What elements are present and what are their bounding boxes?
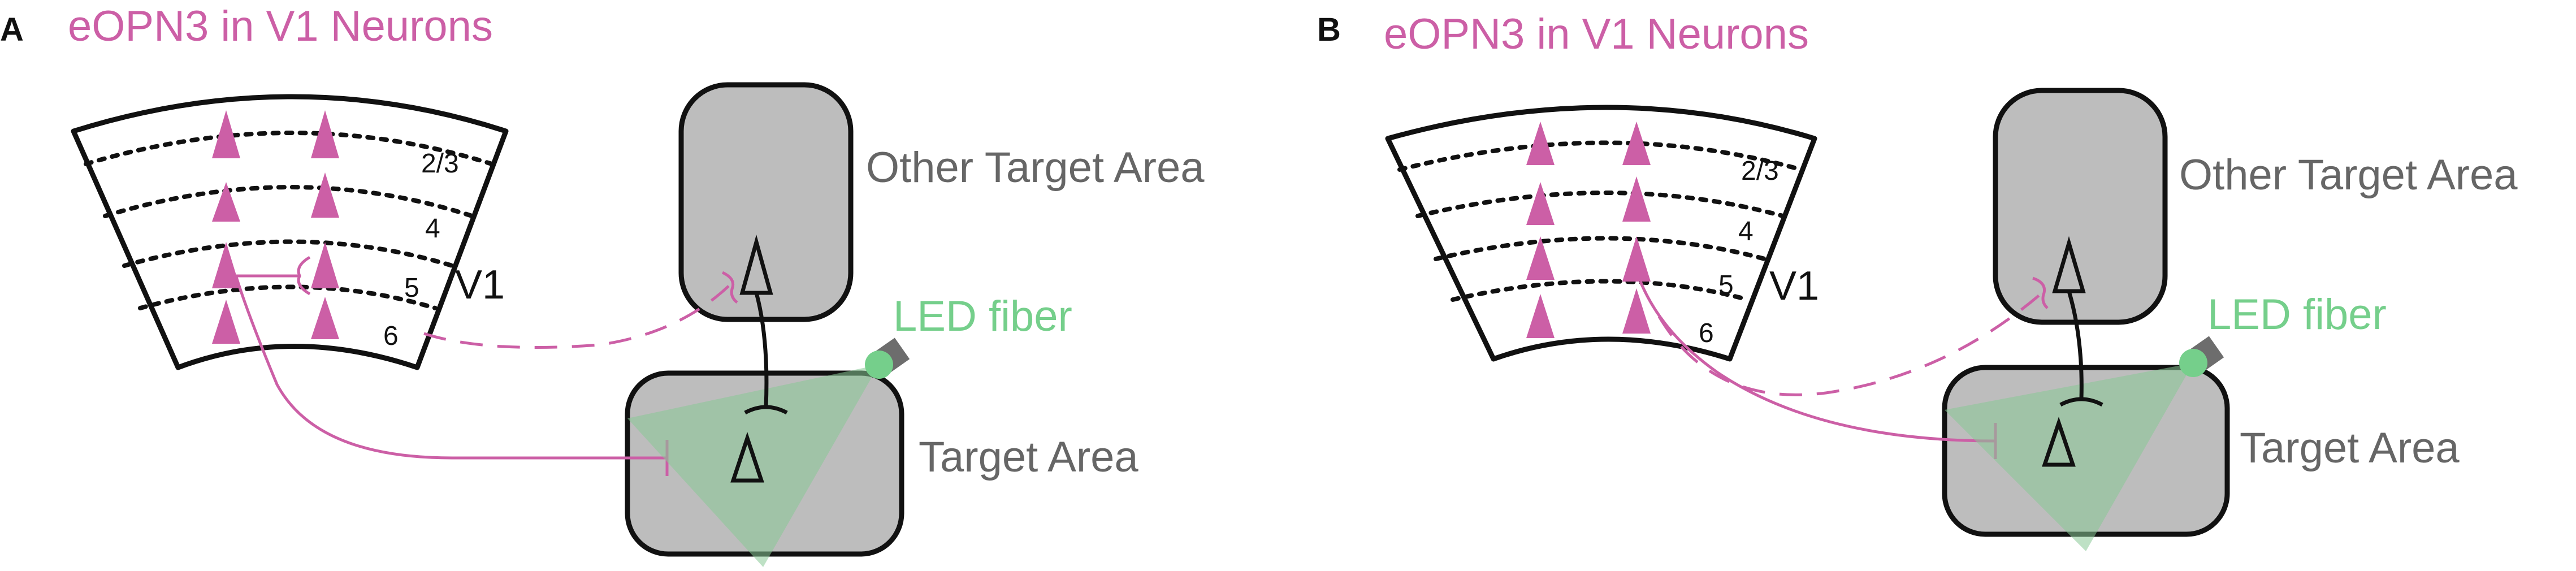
layer-boundary xyxy=(122,239,454,268)
presynaptic-terminal xyxy=(2032,276,2049,309)
target-area-label: Target Area xyxy=(2240,424,2460,472)
presynaptic-terminal xyxy=(744,405,788,415)
layer-label: 4 xyxy=(425,214,440,244)
pyramidal-neuron-icon xyxy=(311,242,339,288)
fiber-cap xyxy=(876,338,910,373)
pyramidal-neuron-icon xyxy=(1622,236,1651,282)
layer-boundary xyxy=(103,185,474,218)
layer-label: 2/3 xyxy=(1741,156,1779,186)
target-to-other-axon xyxy=(754,292,769,408)
target-neuron-icon xyxy=(2042,417,2076,467)
led-light-cone xyxy=(627,365,879,567)
pyramidal-neuron-icon xyxy=(212,300,240,344)
eopn3-neurons xyxy=(1526,122,1651,338)
panel-a: A eOPN3 in V1 Neurons Other Target Area … xyxy=(0,2,1205,567)
layer-boundary xyxy=(1451,279,1750,302)
panel-title: eOPN3 in V1 Neurons xyxy=(1384,10,1809,58)
v1-to-target-axon xyxy=(235,276,667,460)
fiber-cap xyxy=(2190,336,2224,371)
led-fiber xyxy=(2179,336,2224,377)
led-tip xyxy=(865,351,893,379)
target-to-other-axon xyxy=(2067,291,2084,399)
layer-label: 6 xyxy=(383,321,399,351)
pyramidal-neuron-icon xyxy=(311,297,339,339)
cortical-layer-boundaries xyxy=(1397,140,1803,302)
other-target-area-label: Other Target Area xyxy=(2179,151,2518,199)
pyramidal-neuron-icon xyxy=(311,172,339,218)
pyramidal-neuron-icon xyxy=(212,110,240,158)
presynaptic-terminal xyxy=(2059,397,2103,407)
led-fiber-label: LED fiber xyxy=(893,292,1072,340)
pyramidal-neuron-icon xyxy=(1526,122,1555,165)
v1-cortex-outline xyxy=(71,94,509,370)
led-fiber-label: LED fiber xyxy=(2207,291,2387,339)
layer-boundary xyxy=(84,131,494,166)
layer-label: 5 xyxy=(404,273,419,303)
pyramidal-neuron-icon xyxy=(1622,122,1651,165)
pyramidal-neuron-icon xyxy=(1526,236,1555,280)
pyramidal-neuron-icon xyxy=(212,182,240,222)
panel-b: B eOPN3 in V1 Neurons Other Target Area … xyxy=(1317,10,2518,551)
led-fiber xyxy=(865,338,910,379)
other-target-area-box xyxy=(1993,88,2168,325)
layer-boundary xyxy=(1434,236,1767,261)
v1-label: V1 xyxy=(1769,263,1819,309)
cortical-layer-boundaries xyxy=(84,131,494,310)
led-tip xyxy=(2179,349,2207,377)
presynaptic-terminal xyxy=(721,271,738,304)
eopn3-neurons xyxy=(212,110,339,344)
v1-label: V1 xyxy=(455,262,505,308)
layer-label: 6 xyxy=(1699,318,1714,348)
pyramidal-neuron-icon xyxy=(311,110,339,158)
target-neuron-icon xyxy=(730,431,764,483)
pyramidal-neuron-icon xyxy=(1526,294,1555,338)
layer-label: 4 xyxy=(1738,217,1754,246)
other-target-area-label: Other Target Area xyxy=(866,144,1205,192)
v1-to-other-target-axon xyxy=(423,284,730,349)
panel-label: A xyxy=(0,11,24,48)
pyramidal-neuron-icon xyxy=(1526,182,1555,225)
pyramidal-neuron-icon xyxy=(212,242,240,288)
layer-boundary xyxy=(138,284,438,310)
panel-title: eOPN3 in V1 Neurons xyxy=(68,2,493,50)
target-area-label: Target Area xyxy=(919,433,1138,481)
layer-boundary xyxy=(1397,140,1803,172)
panel-label: B xyxy=(1317,11,1341,48)
layer-boundary xyxy=(1415,191,1785,218)
pyramidal-neuron-icon xyxy=(1622,288,1651,334)
layer-label: 5 xyxy=(1718,270,1734,300)
other-target-area-box xyxy=(678,82,854,322)
layer-label: 2/3 xyxy=(421,149,459,179)
pyramidal-neuron-icon xyxy=(1622,176,1651,222)
v1-to-other-target-axon xyxy=(1657,293,2042,396)
presynaptic-terminal xyxy=(297,256,311,296)
v1-cortex-outline xyxy=(1385,105,1817,362)
